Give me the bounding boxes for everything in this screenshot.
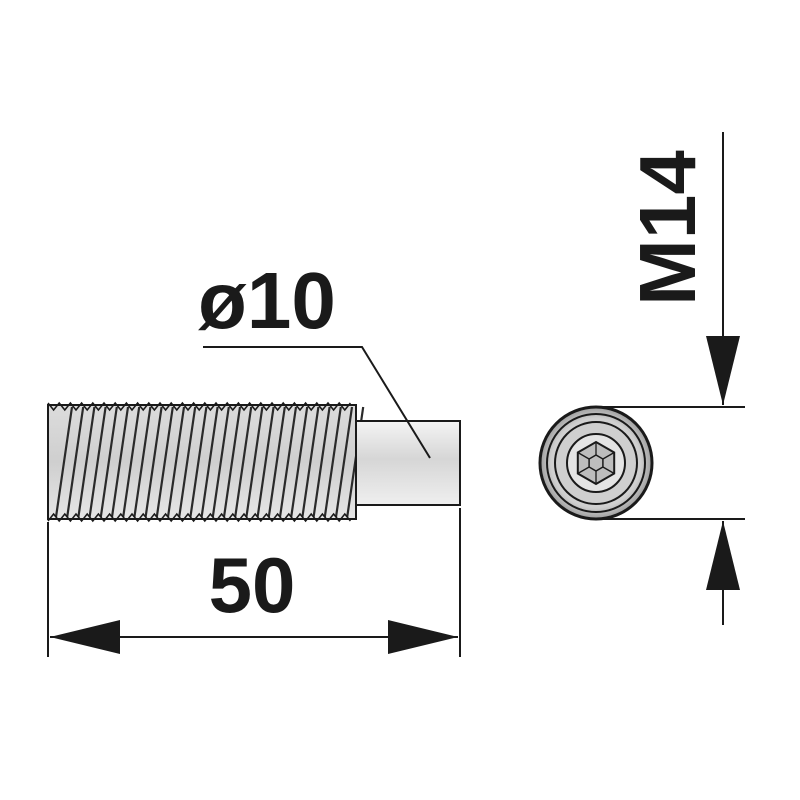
thread-arrow-top (706, 336, 740, 405)
thread-line (245, 406, 264, 518)
thread-line (334, 406, 354, 518)
hex-socket-icon (576, 440, 616, 486)
thread-line (66, 406, 85, 518)
length-dimension (47, 508, 461, 657)
thread-label: M14 (623, 150, 712, 306)
thread-line (323, 406, 342, 518)
thread-line (256, 406, 275, 518)
thread-lines (54, 406, 365, 518)
thread-line (99, 406, 118, 518)
thread-line (178, 406, 197, 518)
length-arrow-right (388, 620, 458, 654)
thread-line (110, 406, 130, 518)
thread-line (200, 406, 219, 518)
hex-spoke (602, 451, 615, 460)
end-view (538, 405, 654, 521)
threaded-body (47, 401, 365, 523)
thread-line (211, 406, 230, 518)
diameter-leader (203, 346, 431, 459)
thread-line (144, 406, 163, 518)
thread-line (301, 406, 320, 518)
thread-crests (47, 401, 351, 523)
thread-line (77, 406, 96, 518)
thread-line (122, 406, 141, 518)
thread-line (290, 406, 309, 518)
diameter-label: ø10 (198, 256, 336, 345)
thread-line (222, 406, 242, 518)
thread-line (133, 406, 152, 518)
thread-line (278, 406, 298, 518)
thread-line (54, 406, 74, 518)
thread-crest (47, 512, 351, 523)
hex-spoke (577, 451, 590, 460)
thread-line (155, 406, 174, 518)
plain-shank (355, 420, 461, 506)
thread-line (234, 406, 253, 518)
thread-crest (47, 401, 351, 412)
thread-dimension (596, 132, 745, 625)
thread-arrow-bottom (706, 521, 740, 590)
hex-spoke (602, 466, 615, 475)
thread-line (312, 406, 331, 518)
length-label: 50 (209, 541, 296, 629)
thread-line (166, 406, 186, 518)
hex-spoke (577, 466, 590, 475)
thread-line (267, 406, 286, 518)
thread-line (88, 406, 107, 518)
length-arrow-left (50, 620, 120, 654)
thread-line (189, 406, 208, 518)
